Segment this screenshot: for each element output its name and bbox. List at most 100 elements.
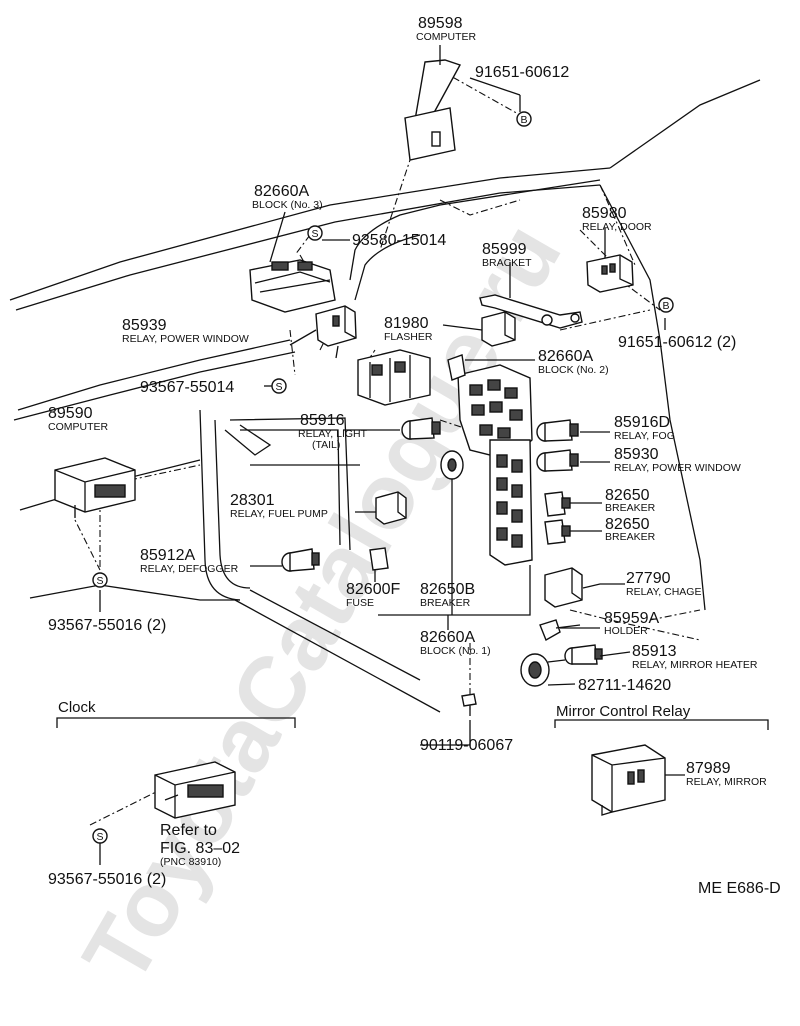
relay-power-window-85930-drawing [536, 449, 579, 472]
svg-text:BLOCK (No. 1): BLOCK (No. 1) [420, 645, 491, 657]
svg-text:85912A: 85912A [140, 547, 195, 564]
symbol-s-93567-55016-top: S [92, 572, 108, 588]
svg-text:85916D: 85916D [614, 414, 670, 431]
svg-text:BREAKER: BREAKER [605, 502, 656, 514]
svg-text:82711-14620: 82711-14620 [578, 677, 671, 694]
svg-text:BLOCK (No. 3): BLOCK (No. 3) [252, 199, 323, 211]
svg-text:85913: 85913 [632, 643, 677, 660]
part-label-27790: 27790 RELAY, CHAGE [626, 570, 701, 598]
part-label-85916D: 85916D RELAY, FOG [614, 414, 675, 442]
part-label-85959A: 85959A HOLDER [604, 610, 659, 637]
relay-power-window-85939-drawing [315, 305, 357, 359]
svg-text:S: S [96, 575, 103, 587]
part-label-85980: 85980 RELAY, DOOR [582, 205, 652, 233]
svg-text:BREAKER: BREAKER [420, 597, 471, 609]
dashboard-outline [9, 79, 761, 713]
part-label-82660A-block-2: 82660A BLOCK (No. 2) [538, 348, 609, 376]
section-title-mirror-control-relay: Mirror Control Relay [556, 703, 691, 720]
svg-text:91651-60612: 91651-60612 [475, 64, 569, 81]
svg-text:BRACKET: BRACKET [482, 257, 532, 269]
svg-text:82650B: 82650B [420, 581, 475, 598]
svg-text:RELAY, POWER WINDOW: RELAY, POWER WINDOW [614, 462, 741, 474]
svg-text:82660A: 82660A [538, 348, 593, 365]
svg-text:BLOCK (No. 2): BLOCK (No. 2) [538, 364, 609, 376]
relay-door-85980-drawing [586, 254, 634, 293]
relay-assembly-drawing [357, 349, 431, 406]
svg-text:27790: 27790 [626, 570, 671, 587]
section-title-clock: Clock [58, 699, 96, 716]
svg-text:81980: 81980 [384, 315, 429, 332]
relay-defogger-85912A-drawing [281, 548, 320, 572]
part-label-28301: 28301 RELAY, FUEL PUMP [230, 492, 328, 520]
svg-text:93567-55016 (2): 93567-55016 (2) [48, 617, 166, 634]
holder-85959A-drawing [539, 619, 581, 642]
svg-text:85916: 85916 [300, 412, 345, 429]
svg-text:89598: 89598 [418, 15, 463, 32]
part-label-85913: 85913 RELAY, MIRROR HEATER [632, 643, 758, 671]
part-label-85930: 85930 RELAY, POWER WINDOW [614, 446, 741, 474]
svg-text:82600F: 82600F [346, 581, 400, 598]
part-label-93580-15014: 93580-15014 [352, 232, 446, 249]
part-label-90119-06067: 90119-06067 [420, 737, 513, 754]
part-label-81980: 81980 FLASHER [384, 315, 433, 343]
flasher-81980-drawing [481, 311, 516, 347]
svg-text:82660A: 82660A [420, 629, 475, 646]
relay-light-85916-drawing [401, 417, 441, 440]
label-leaders [99, 45, 685, 865]
svg-text:85930: 85930 [614, 446, 659, 463]
svg-text:FLASHER: FLASHER [384, 331, 433, 343]
part-label-82660A-block-1: 82660A BLOCK (No. 1) [420, 629, 491, 657]
block-no1-drawing [489, 439, 533, 566]
part-label-87989: 87989 RELAY, MIRROR [686, 760, 767, 788]
svg-text:RELAY, FUEL PUMP: RELAY, FUEL PUMP [230, 508, 328, 520]
svg-text:Refer to: Refer to [160, 822, 217, 839]
svg-text:COMPUTER: COMPUTER [48, 421, 109, 433]
part-label-91651-60612-2: 91651-60612 (2) [618, 334, 736, 351]
svg-text:RELAY, DEFOGGER: RELAY, DEFOGGER [140, 563, 239, 575]
svg-text:RELAY, MIRROR HEATER: RELAY, MIRROR HEATER [632, 659, 758, 671]
computer-89598-drawing [404, 59, 462, 161]
svg-text:S: S [311, 228, 318, 240]
svg-text:BREAKER: BREAKER [605, 531, 656, 543]
svg-text:91651-60612 (2): 91651-60612 (2) [618, 334, 736, 351]
svg-text:FIG. 83–02: FIG. 83–02 [160, 840, 240, 857]
svg-text:85980: 85980 [582, 205, 627, 222]
part-label-82650-a: 82650 BREAKER [605, 487, 656, 514]
clock-drawing [154, 761, 236, 819]
svg-text:(PNC 83910): (PNC 83910) [160, 856, 221, 868]
svg-text:RELAY, LIGHT: RELAY, LIGHT [298, 428, 368, 440]
section-brackets [56, 717, 769, 730]
symbol-s-93567-55014: S [271, 378, 287, 394]
svg-text:85999: 85999 [482, 241, 527, 258]
relay-fuel-pump-28301-drawing [375, 491, 407, 525]
part-label-82650B: 82650B BREAKER [420, 581, 475, 609]
svg-text:93567-55016 (2): 93567-55016 (2) [48, 871, 166, 888]
symbol-b-right: B [658, 297, 674, 313]
svg-text:RELAY, POWER WINDOW: RELAY, POWER WINDOW [122, 333, 249, 345]
part-label-85999: 85999 BRACKET [482, 241, 532, 269]
part-label-82650-b: 82650 BREAKER [605, 516, 656, 543]
svg-text:82660A: 82660A [254, 183, 309, 200]
svg-text:(TAIL): (TAIL) [312, 439, 340, 451]
part-label-85912A: 85912A RELAY, DEFOGGER [140, 547, 239, 575]
socket-82711-14620-drawing [520, 653, 566, 687]
svg-text:FUSE: FUSE [346, 597, 374, 609]
part-label-85916: 85916 RELAY, LIGHT (TAIL) [298, 412, 368, 451]
svg-text:B: B [520, 114, 527, 126]
refer-note: Refer to FIG. 83–02 (PNC 83910) [160, 822, 240, 868]
breakers-82650-drawing [544, 491, 571, 545]
svg-text:89590: 89590 [48, 405, 93, 422]
svg-text:COMPUTER: COMPUTER [416, 31, 477, 43]
svg-text:B: B [662, 300, 669, 312]
fuse-82600F-drawing [369, 547, 389, 582]
breaker-82650B-drawing [440, 450, 464, 590]
part-label-82711-14620: 82711-14620 [578, 677, 671, 694]
part-label-93567-55016-bottom: 93567-55016 (2) [48, 871, 166, 888]
bracket-85999-drawing [479, 294, 583, 329]
symbol-s-93567-55016-bottom: S [92, 828, 108, 844]
computer-89590-drawing [54, 457, 136, 518]
svg-text:87989: 87989 [686, 760, 731, 777]
relay-mirror-heater-85913-drawing [564, 644, 603, 665]
part-label-89598: 89598 COMPUTER [416, 15, 477, 43]
